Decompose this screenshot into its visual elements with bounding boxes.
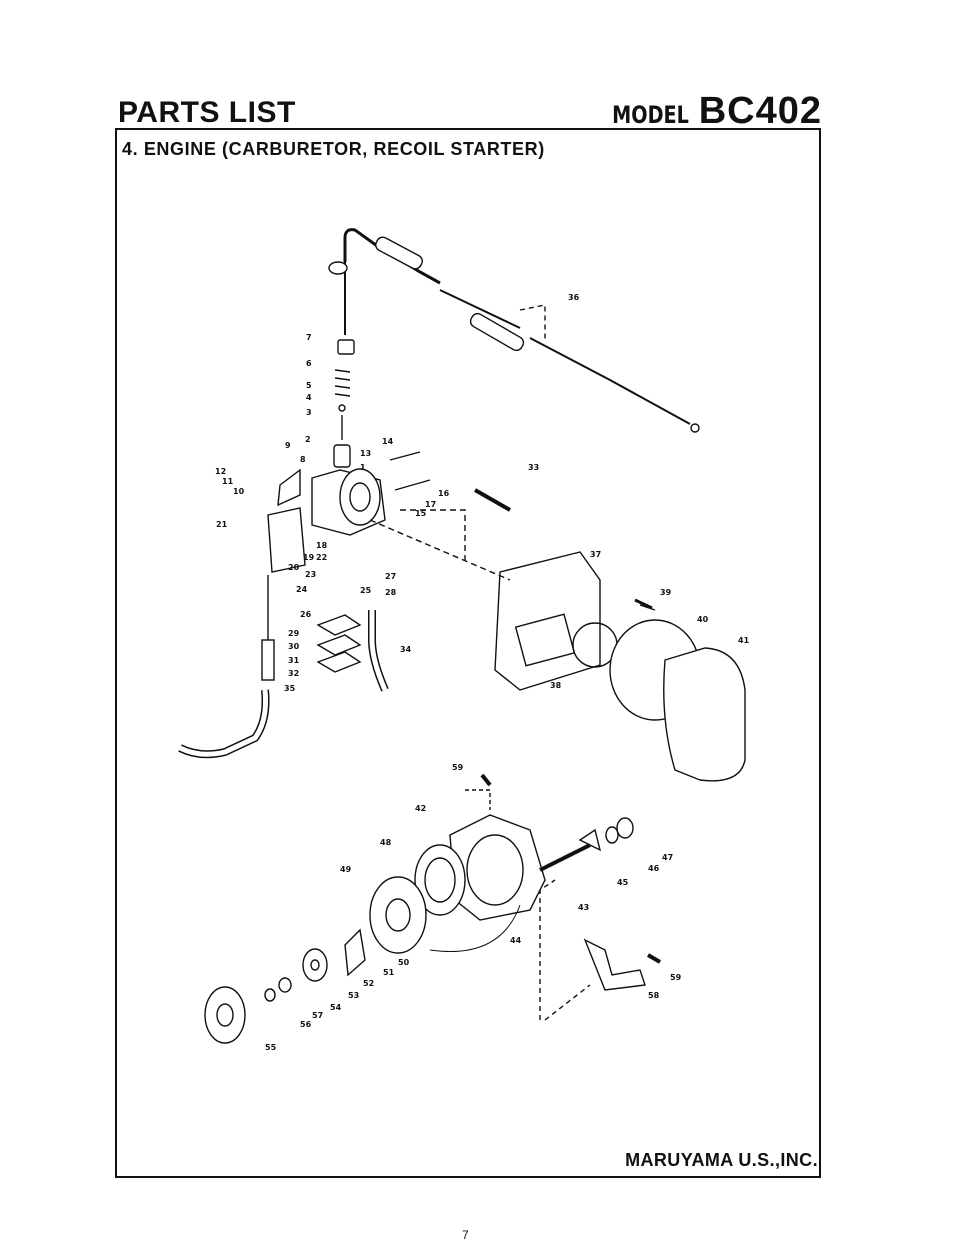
part-label: 6 (306, 359, 312, 368)
part-label: 11 (222, 477, 234, 486)
part-label: 39 (660, 588, 672, 597)
part-label: 35 (284, 684, 296, 693)
part-label: 30 (288, 642, 300, 651)
page-number: 7 (462, 1228, 469, 1242)
part-label: 9 (285, 441, 291, 450)
part-label: 24 (296, 585, 308, 594)
part-label: 13 (360, 449, 371, 458)
part-label: 20 (288, 563, 300, 572)
part-label: 50 (398, 958, 410, 967)
part-label: 46 (648, 864, 660, 873)
part-label: 38 (550, 681, 562, 690)
part-label: 58 (648, 991, 660, 1000)
diagram-drawing (178, 228, 746, 1044)
section-title: 4. ENGINE (CARBURETOR, RECOIL STARTER) (122, 139, 545, 159)
part-label: 25 (360, 586, 372, 595)
part-label: 2 (305, 435, 311, 444)
part-label: 14 (382, 437, 394, 446)
part-label: 1 (360, 463, 366, 472)
part-label: 23 (305, 570, 316, 579)
part-label: 56 (300, 1020, 312, 1029)
part-label: 41 (738, 636, 750, 645)
part-label: 19 (303, 553, 315, 562)
part-label: 47 (662, 853, 673, 862)
part-label: 8 (300, 455, 306, 464)
part-label: 59 (670, 973, 682, 982)
part-label: 34 (400, 645, 412, 654)
part-label: 22 (316, 553, 327, 562)
part-label: 54 (330, 1003, 342, 1012)
part-label: 16 (438, 489, 450, 498)
part-label: 17 (425, 500, 436, 509)
part-label: 52 (363, 979, 374, 988)
model-heading: MODEL BC402 (593, 90, 822, 133)
part-label: 45 (617, 878, 629, 887)
part-label: 48 (380, 838, 392, 847)
part-label: 7 (306, 333, 312, 342)
part-label: 42 (415, 804, 426, 813)
part-label: 15 (415, 509, 427, 518)
part-label: 43 (578, 903, 589, 912)
model-number: BC402 (698, 90, 822, 132)
part-label: 49 (340, 865, 352, 874)
part-label: 40 (697, 615, 709, 624)
diagram-frame (115, 128, 821, 1178)
part-label: 55 (265, 1043, 277, 1052)
part-label: 33 (528, 463, 539, 472)
part-label: 21 (216, 520, 228, 529)
part-label: 57 (312, 1011, 323, 1020)
part-label: 53 (348, 991, 359, 1000)
company-name: MARUYAMA U.S.,INC. (625, 1150, 818, 1170)
page-title: PARTS LIST (118, 96, 296, 129)
part-label: 26 (300, 610, 312, 619)
part-label: 32 (288, 669, 299, 678)
part-label: 44 (510, 936, 522, 945)
part-label: 10 (233, 487, 245, 496)
part-label: 59 (452, 763, 464, 772)
part-label: 31 (288, 656, 300, 665)
part-label: 36 (568, 293, 580, 302)
part-number-labels: 1 2 3 4 5 6 7 8 9 10 11 12 13 14 15 16 1… (215, 293, 750, 1052)
part-label: 18 (316, 541, 328, 550)
part-label: 4 (306, 393, 312, 402)
part-label: 51 (383, 968, 395, 977)
part-label: 5 (306, 381, 312, 390)
model-label: MODEL (611, 101, 689, 129)
part-label: 12 (215, 467, 226, 476)
part-label: 37 (590, 550, 601, 559)
part-label: 28 (385, 588, 397, 597)
part-label: 27 (385, 572, 396, 581)
part-label: 3 (306, 408, 312, 417)
part-label: 29 (288, 629, 300, 638)
